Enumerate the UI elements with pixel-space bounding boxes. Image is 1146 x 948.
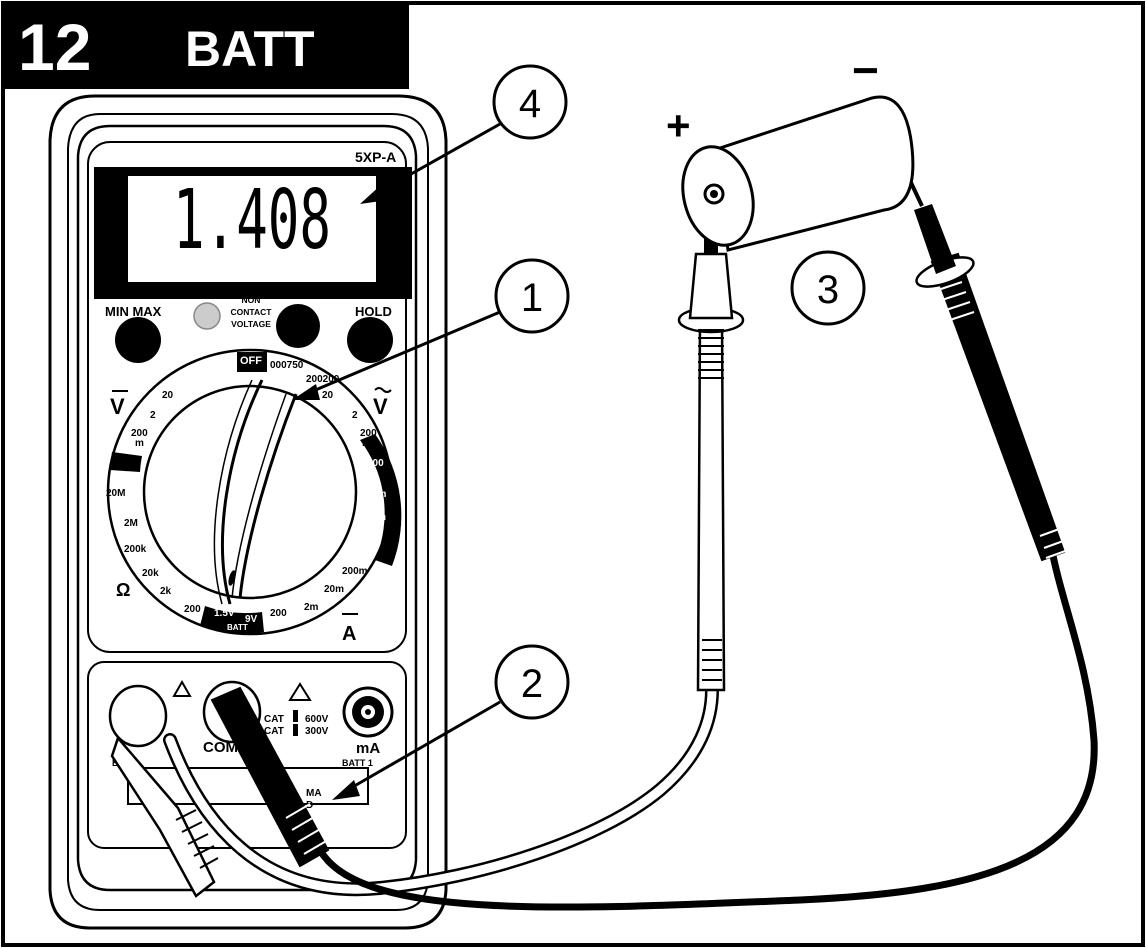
- hold-button[interactable]: [347, 317, 393, 363]
- min-max-button[interactable]: [115, 317, 161, 363]
- mode-title: BATT: [185, 21, 315, 77]
- warning-icon: [172, 679, 192, 697]
- dial-label: 20m: [324, 584, 344, 595]
- negative-lead-plug: [202, 680, 330, 868]
- batt-9v-label: 9V: [245, 614, 258, 625]
- positive-test-probe: [677, 196, 745, 692]
- battery-minus-label: −: [852, 44, 879, 96]
- ncv-label-1: NON: [242, 295, 261, 305]
- negative-test-probe: [904, 171, 1069, 562]
- dial-label: 2: [150, 410, 156, 421]
- callout-number: 3: [817, 268, 839, 312]
- ncv-label-3: VOLTAGE: [231, 319, 271, 329]
- callout-1: 1: [292, 258, 570, 400]
- ncv-label-2: CONTACT: [231, 307, 273, 317]
- callout-number: 4: [519, 82, 541, 126]
- cat-300v-label: 300V: [305, 726, 329, 737]
- acv-symbol: V: [373, 394, 388, 419]
- dial-label: 20k: [142, 568, 159, 579]
- dial-label: 200: [270, 608, 287, 619]
- dial-label: 2m: [304, 602, 319, 613]
- arrow-head-icon: [332, 780, 360, 800]
- cat-label-1: CAT: [264, 714, 284, 725]
- callout-4: 4: [360, 64, 568, 204]
- step-number: 12: [18, 10, 91, 84]
- dial-label: 2k: [160, 586, 172, 597]
- dial-left-scale: 20 2 200 m 20M 2M 200k 20k 2k 200: [106, 390, 201, 615]
- batt-dial-label: BATT: [227, 623, 248, 632]
- cat-label-2: CAT: [264, 726, 284, 737]
- battery-plus-label: +: [666, 102, 691, 149]
- dial-label: 200: [184, 604, 201, 615]
- dial-label: 200: [367, 458, 384, 469]
- callout-number: 2: [521, 662, 543, 706]
- model-label: 5XP-A: [355, 149, 396, 165]
- dial-label: m: [366, 548, 375, 559]
- callout-number: 1: [521, 276, 543, 320]
- batt-1-5v-label: 1.5V: [214, 608, 235, 619]
- min-max-label: MIN MAX: [105, 304, 162, 319]
- battery-cell: [681, 95, 915, 252]
- positive-lead-plug: [108, 684, 219, 898]
- ma-jack-label: mA: [356, 740, 380, 757]
- dial-label: 2: [352, 410, 358, 421]
- dial-label: 20: [322, 390, 334, 401]
- dial-off-label: OFF: [240, 355, 262, 367]
- dial-label: 200: [131, 428, 148, 439]
- dial-label: 20m: [366, 512, 386, 523]
- dcv-symbol: V: [110, 394, 125, 419]
- arrow-head-icon: [360, 184, 388, 204]
- dial-label: 200: [360, 428, 377, 439]
- negative-lead-cable: [316, 536, 1098, 911]
- dial-label: 20: [162, 390, 174, 401]
- callout-3: 3: [790, 250, 866, 326]
- fused-label: D: [306, 800, 313, 811]
- dial-label: m: [135, 438, 144, 449]
- dial-right-scale: 20 2 200 m 200 2m 20m 200 m 200m 20m 2m …: [270, 390, 387, 619]
- dial-label: 2m: [372, 489, 387, 500]
- dial-label: 200k: [124, 544, 147, 555]
- dial-top-scale-right: 200200: [306, 374, 340, 385]
- dial-label: 200: [360, 536, 377, 547]
- ncv-indicator-light: [193, 302, 221, 330]
- warning-icon: [288, 682, 312, 701]
- dial-label: 20M: [106, 488, 125, 499]
- callout-2: 2: [332, 644, 570, 800]
- com-jack-label: COM: [203, 739, 238, 756]
- cat-600v-label: 600V: [305, 714, 329, 725]
- dial-top-scale: 000750: [270, 360, 304, 371]
- dial-label: m: [362, 438, 371, 449]
- lcd-screen: [128, 176, 376, 282]
- max-label: MA: [306, 788, 322, 799]
- multimeter: 1.408 5XP-A MIN MAX NON CONTACT VOLTAGE …: [48, 94, 448, 930]
- lcd-reading: 1.408: [173, 173, 331, 268]
- ma-batt-label: BATT 1: [342, 758, 373, 768]
- ncv-button[interactable]: [276, 304, 320, 348]
- amp-symbol: A: [342, 623, 356, 645]
- dial-label: 200m: [342, 566, 368, 577]
- hold-label: HOLD: [355, 304, 392, 319]
- header-bar: [3, 3, 409, 89]
- rotary-dial-knob[interactable]: [142, 384, 358, 600]
- dial-label: 2M: [124, 518, 138, 529]
- arrow-head-icon: [292, 384, 320, 400]
- ohm-symbol: Ω: [116, 580, 130, 600]
